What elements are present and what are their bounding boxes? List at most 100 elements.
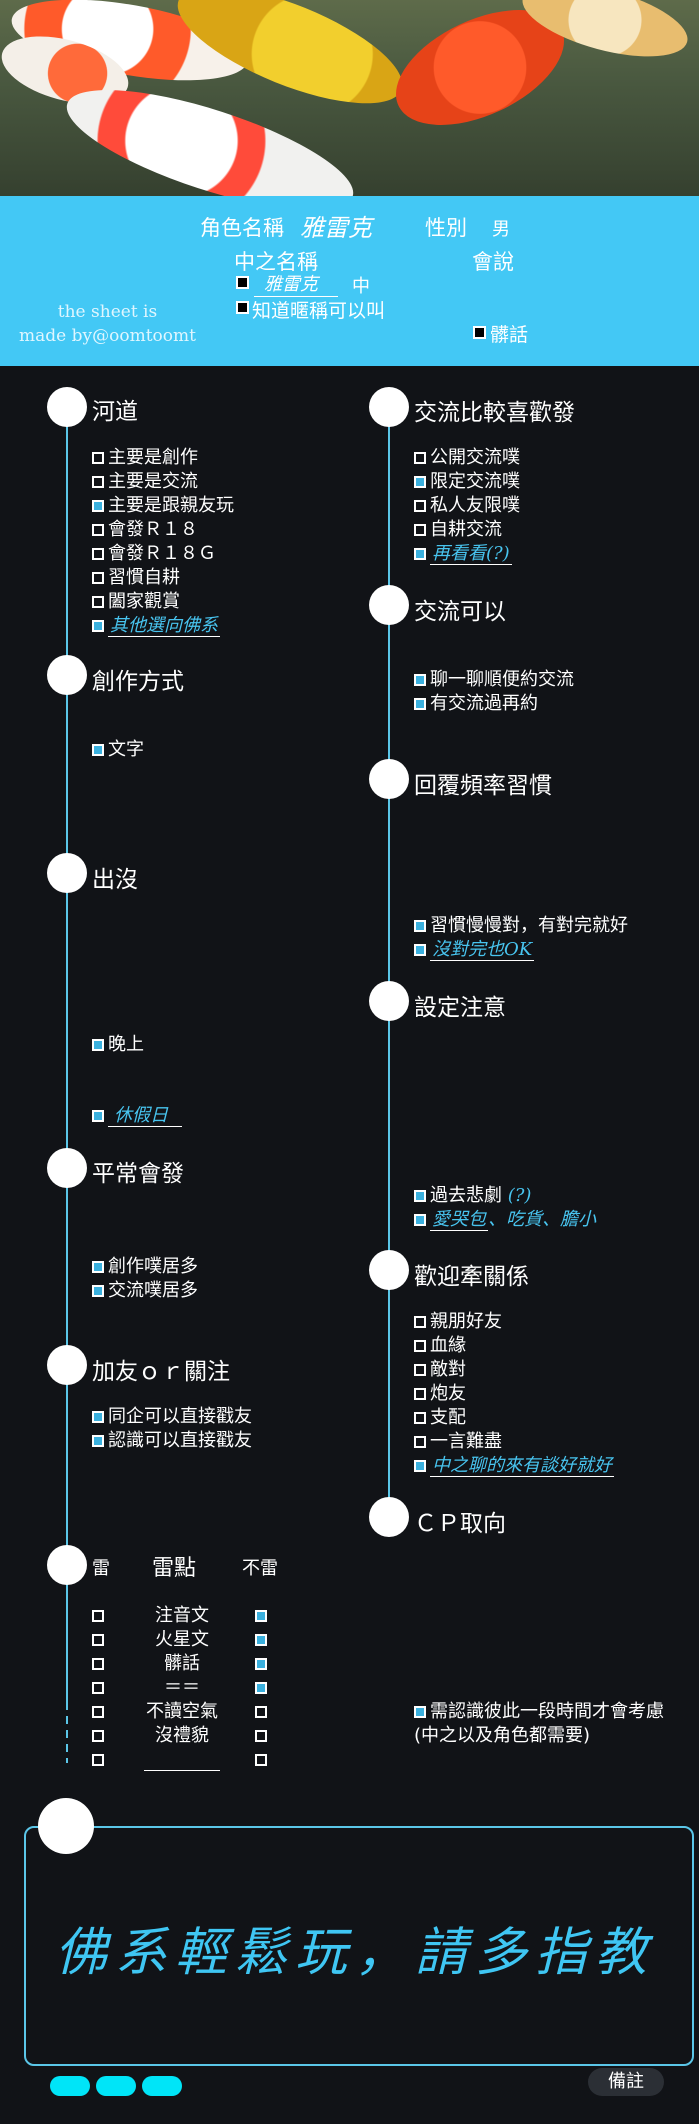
- checkbox-checked[interactable]: [414, 1190, 426, 1202]
- checkbox[interactable]: [92, 476, 104, 488]
- checkbox-checked[interactable]: [92, 1110, 104, 1122]
- relation-custom-item[interactable]: 中之聊的來有談好就好: [414, 1454, 614, 1478]
- checkbox-checked[interactable]: [414, 674, 426, 686]
- reply-item[interactable]: 習慣慢慢對，有對完就好: [414, 914, 628, 938]
- river-item[interactable]: 會發Ｒ１８: [92, 518, 198, 542]
- relation-item[interactable]: 敵對: [414, 1358, 466, 1382]
- reply-custom-item[interactable]: 沒對完也OK: [414, 938, 535, 962]
- checkbox-checked[interactable]: [92, 744, 104, 756]
- checkbox-checked[interactable]: [414, 920, 426, 932]
- checkbox[interactable]: [414, 1340, 426, 1352]
- mine-row[interactable]: 火星文: [92, 1628, 272, 1652]
- appear-item[interactable]: 晚上: [92, 1033, 144, 1057]
- checkbox[interactable]: [414, 1436, 426, 1448]
- relation-item[interactable]: 親朋好友: [414, 1310, 502, 1334]
- checkbox-checked[interactable]: [92, 1261, 104, 1273]
- checkbox-checked[interactable]: [92, 620, 104, 632]
- checkbox-checked[interactable]: [92, 1039, 104, 1051]
- prefer-item[interactable]: 限定交流噗: [414, 470, 520, 494]
- checkbox[interactable]: [414, 500, 426, 512]
- checkbox-checked[interactable]: [92, 500, 104, 512]
- checkbox-not-mine-checked[interactable]: [255, 1682, 267, 1694]
- mine-row[interactable]: ＝＝: [92, 1676, 272, 1700]
- relation-item[interactable]: 支配: [414, 1406, 466, 1430]
- checkbox-checked[interactable]: [414, 476, 426, 488]
- setting-item[interactable]: 過去悲劇 (?): [414, 1184, 531, 1208]
- mine-row[interactable]: [92, 1748, 272, 1772]
- river-item[interactable]: 會發Ｒ１８Ｇ: [92, 542, 216, 566]
- checkbox-not-mine[interactable]: [255, 1706, 267, 1718]
- appear-custom-item[interactable]: 休假日: [92, 1104, 182, 1128]
- remark-button[interactable]: 備註: [588, 2068, 664, 2096]
- checkbox[interactable]: [414, 1412, 426, 1424]
- checkbox-not-mine[interactable]: [255, 1730, 267, 1742]
- checkbox-checked[interactable]: [414, 698, 426, 710]
- checkbox[interactable]: [92, 548, 104, 560]
- river-item[interactable]: 主要是創作: [92, 446, 198, 470]
- checkbox-mine[interactable]: [92, 1658, 104, 1670]
- create-item[interactable]: 文字: [92, 738, 144, 762]
- checkbox[interactable]: [92, 572, 104, 584]
- checkbox-checked[interactable]: [414, 1460, 426, 1472]
- checkbox-mine[interactable]: [92, 1754, 104, 1766]
- checkbox-mine[interactable]: [92, 1682, 104, 1694]
- checkbox[interactable]: [414, 1364, 426, 1376]
- relation-item[interactable]: 一言難盡: [414, 1430, 502, 1454]
- oc-name-checkbox[interactable]: [236, 276, 249, 289]
- checkbox[interactable]: [92, 524, 104, 536]
- checkbox[interactable]: [92, 596, 104, 608]
- follow-item[interactable]: 認識可以直接戳友: [92, 1429, 252, 1453]
- follow-item[interactable]: 同企可以直接戳友: [92, 1405, 252, 1429]
- checkbox[interactable]: [414, 1316, 426, 1328]
- prefer-item[interactable]: 私人友限噗: [414, 494, 520, 518]
- usual-item[interactable]: 創作噗居多: [92, 1255, 198, 1279]
- relation-item[interactable]: 炮友: [414, 1382, 466, 1406]
- mine-row[interactable]: 髒話: [92, 1652, 272, 1676]
- can-item[interactable]: 有交流過再約: [414, 692, 538, 716]
- section-title-cp: ＣＰ取向: [414, 1511, 506, 1537]
- relation-item[interactable]: 血緣: [414, 1334, 466, 1358]
- checkbox-checked[interactable]: [414, 1214, 426, 1226]
- river-custom-item[interactable]: 其他選向佛系: [92, 614, 220, 638]
- river-item[interactable]: 闔家觀賞: [92, 590, 180, 614]
- mine-row[interactable]: 注音文: [92, 1604, 272, 1628]
- footer-pill[interactable]: [50, 2076, 90, 2096]
- checkbox-not-mine-checked[interactable]: [255, 1634, 267, 1646]
- mine-custom-blank[interactable]: [144, 1770, 220, 1771]
- prefer-item[interactable]: 公開交流噗: [414, 446, 520, 470]
- footer-pill[interactable]: [142, 2076, 182, 2096]
- mine-row[interactable]: 沒禮貌: [92, 1724, 272, 1748]
- prefer-item[interactable]: 自耕交流: [414, 518, 502, 542]
- checkbox-checked[interactable]: [92, 1411, 104, 1423]
- footer-pill[interactable]: [96, 2076, 136, 2096]
- credit-line-1: the sheet is: [57, 302, 158, 322]
- section-dot-usual: [47, 1148, 87, 1188]
- dirty-words-checkbox[interactable]: [473, 326, 486, 339]
- setting-custom-item[interactable]: 愛哭包、吃貨、膽小: [414, 1208, 596, 1232]
- checkbox-not-mine-checked[interactable]: [255, 1658, 267, 1670]
- river-item[interactable]: 習慣自耕: [92, 566, 180, 590]
- checkbox-mine[interactable]: [92, 1610, 104, 1622]
- checkbox-mine[interactable]: [92, 1706, 104, 1718]
- checkbox-mine[interactable]: [92, 1730, 104, 1742]
- checkbox-checked[interactable]: [414, 1706, 426, 1718]
- cp-item[interactable]: 需認識彼此一段時間才會考慮: [414, 1700, 664, 1724]
- prefer-custom-item[interactable]: 再看看(?): [414, 542, 512, 566]
- checkbox-checked[interactable]: [414, 548, 426, 560]
- checkbox[interactable]: [414, 524, 426, 536]
- know-nickname-checkbox[interactable]: [236, 301, 249, 314]
- river-item[interactable]: 主要是跟親友玩: [92, 494, 234, 518]
- river-item[interactable]: 主要是交流: [92, 470, 198, 494]
- checkbox-checked[interactable]: [92, 1285, 104, 1297]
- checkbox[interactable]: [92, 452, 104, 464]
- checkbox-checked[interactable]: [92, 1435, 104, 1447]
- can-item[interactable]: 聊一聊順便約交流: [414, 668, 574, 692]
- checkbox-not-mine-checked[interactable]: [255, 1610, 267, 1622]
- checkbox[interactable]: [414, 1388, 426, 1400]
- usual-item[interactable]: 交流噗居多: [92, 1279, 198, 1303]
- checkbox-checked[interactable]: [414, 944, 426, 956]
- checkbox-mine[interactable]: [92, 1634, 104, 1646]
- checkbox[interactable]: [414, 452, 426, 464]
- mine-row[interactable]: 不讀空氣: [92, 1700, 272, 1724]
- checkbox-not-mine[interactable]: [255, 1754, 267, 1766]
